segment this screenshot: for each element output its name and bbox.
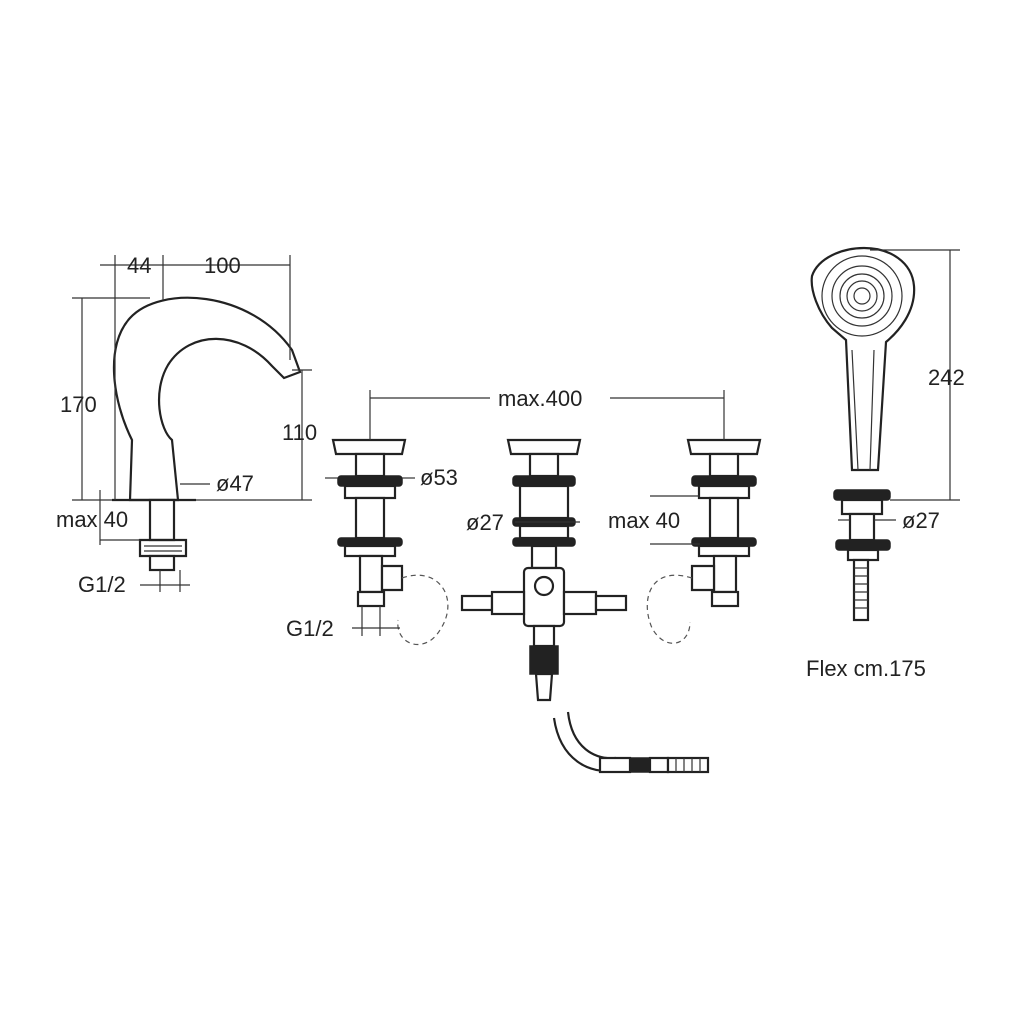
dim-spout-deck-thickness: max 40 — [56, 507, 128, 532]
handshower-dimension-lines — [838, 249, 960, 521]
dim-valve-spacing: max.400 — [498, 386, 582, 411]
right-valve — [646, 438, 762, 644]
dim-handle-diameter: ø53 — [420, 465, 458, 490]
hand-shower — [810, 246, 916, 622]
center-diverter — [460, 438, 710, 774]
dim-spout-reach-a: 44 — [127, 253, 151, 278]
dim-spout-height: 170 — [60, 392, 97, 417]
spout-dimension-lines — [72, 255, 312, 592]
dim-spout-diameter: ø47 — [216, 471, 254, 496]
left-valve — [331, 438, 449, 646]
dim-spout-reach-b: 100 — [204, 253, 241, 278]
dim-spout-thread: G1/2 — [78, 572, 126, 597]
bath-spout — [112, 296, 302, 572]
dim-handshower-length: 242 — [928, 365, 965, 390]
dim-spout-outlet-height: 110 — [282, 420, 317, 445]
dim-hose-length: Flex cm.175 — [806, 656, 926, 681]
dim-handshower-diameter: ø27 — [902, 508, 940, 533]
dim-valve-thread: G1/2 — [286, 616, 334, 641]
dim-valve-deck-thickness: max 40 — [608, 508, 680, 533]
dim-diverter-diameter: ø27 — [466, 510, 504, 535]
valve-dimension-lines — [325, 390, 725, 636]
